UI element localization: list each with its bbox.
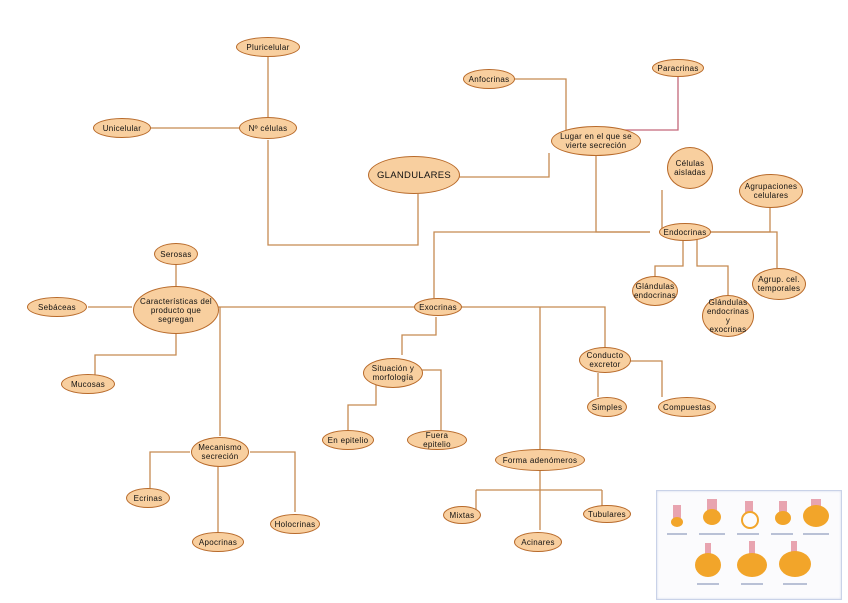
connector-paracrinas — [621, 76, 678, 130]
gland-figure — [779, 551, 811, 577]
connector — [710, 206, 770, 232]
node-glandulas-endo-exo: Glándulas endocrinas y exocrinas — [702, 295, 754, 337]
connector — [150, 452, 190, 490]
node-paracrinas: Paracrinas — [652, 59, 704, 77]
connector — [434, 232, 650, 298]
node-mecanismo-secrecion: Mecanismo secreción — [191, 437, 249, 467]
caption-line — [741, 583, 763, 585]
node-exocrinas: Exocrinas — [414, 298, 462, 316]
node-fuera-epitelio: Fuera epitelio — [407, 430, 467, 450]
node-tubulares: Tubulares — [583, 505, 631, 523]
node-mucosas: Mucosas — [61, 374, 115, 394]
caption-line — [771, 533, 793, 535]
caption-line — [699, 533, 725, 535]
node-serosas: Serosas — [154, 243, 198, 265]
node-agrupaciones-celulares: Agrupaciones celulares — [739, 174, 803, 208]
gland-figure — [741, 511, 759, 529]
caption-line — [697, 583, 719, 585]
node-mixtas: Mixtas — [443, 506, 481, 524]
node-agrup-temporales: Agrup. cel. temporales — [752, 268, 806, 300]
node-ecrinas: Ecrinas — [126, 488, 170, 508]
gland-figure — [803, 505, 829, 527]
node-sebaceas: Sebáceas — [27, 297, 87, 317]
gland-figure — [695, 553, 721, 577]
connector — [514, 79, 566, 130]
connector — [596, 155, 650, 232]
node-acinares: Acinares — [514, 532, 562, 552]
node-apocrinas: Apocrinas — [192, 532, 244, 552]
gland-figure — [737, 553, 767, 577]
node-forma-adenomeros: Forma adenómeros — [495, 449, 585, 471]
connector — [250, 452, 295, 512]
caption-line — [783, 583, 807, 585]
node-unicelular: Unicelular — [93, 118, 151, 138]
node-glandulares: GLANDULARES — [368, 156, 460, 194]
gland-types-illustration — [656, 490, 842, 600]
node-lugar-secrecion: Lugar en el que se vierte secreción — [551, 126, 641, 156]
connector — [95, 332, 176, 375]
node-glandulas-endocrinas: Glándulas endocrinas — [632, 276, 678, 306]
connector — [697, 238, 728, 300]
node-simples: Simples — [587, 397, 627, 417]
node-compuestas: Compuestas — [658, 397, 716, 417]
node-holocrinas: Holocrinas — [270, 514, 320, 534]
caption-line — [737, 533, 759, 535]
caption-line — [803, 533, 829, 535]
node-situacion-morfologia: Situación y morfología — [363, 358, 423, 388]
gland-figure — [775, 511, 791, 525]
node-celulas-aisladas: Células aisladas — [667, 147, 713, 189]
gland-figure — [703, 509, 721, 525]
caption-line — [667, 533, 687, 535]
connector — [700, 232, 777, 268]
node-n-celulas: Nº células — [239, 117, 297, 139]
node-anfocrinas: Anfocrinas — [463, 69, 515, 89]
gland-figure — [671, 517, 683, 527]
node-pluricelular: Pluricelular — [236, 37, 300, 57]
connector — [628, 361, 662, 397]
connector — [459, 153, 549, 177]
connector — [462, 307, 605, 348]
node-conducto-excretor: Conducto excretor — [579, 347, 631, 373]
node-en-epitelio: En epitelio — [322, 430, 374, 450]
node-endocrinas: Endocrinas — [659, 223, 711, 241]
connector — [348, 380, 376, 432]
node-caracteristicas: Características del producto que segrega… — [133, 286, 219, 334]
connector — [402, 317, 436, 355]
